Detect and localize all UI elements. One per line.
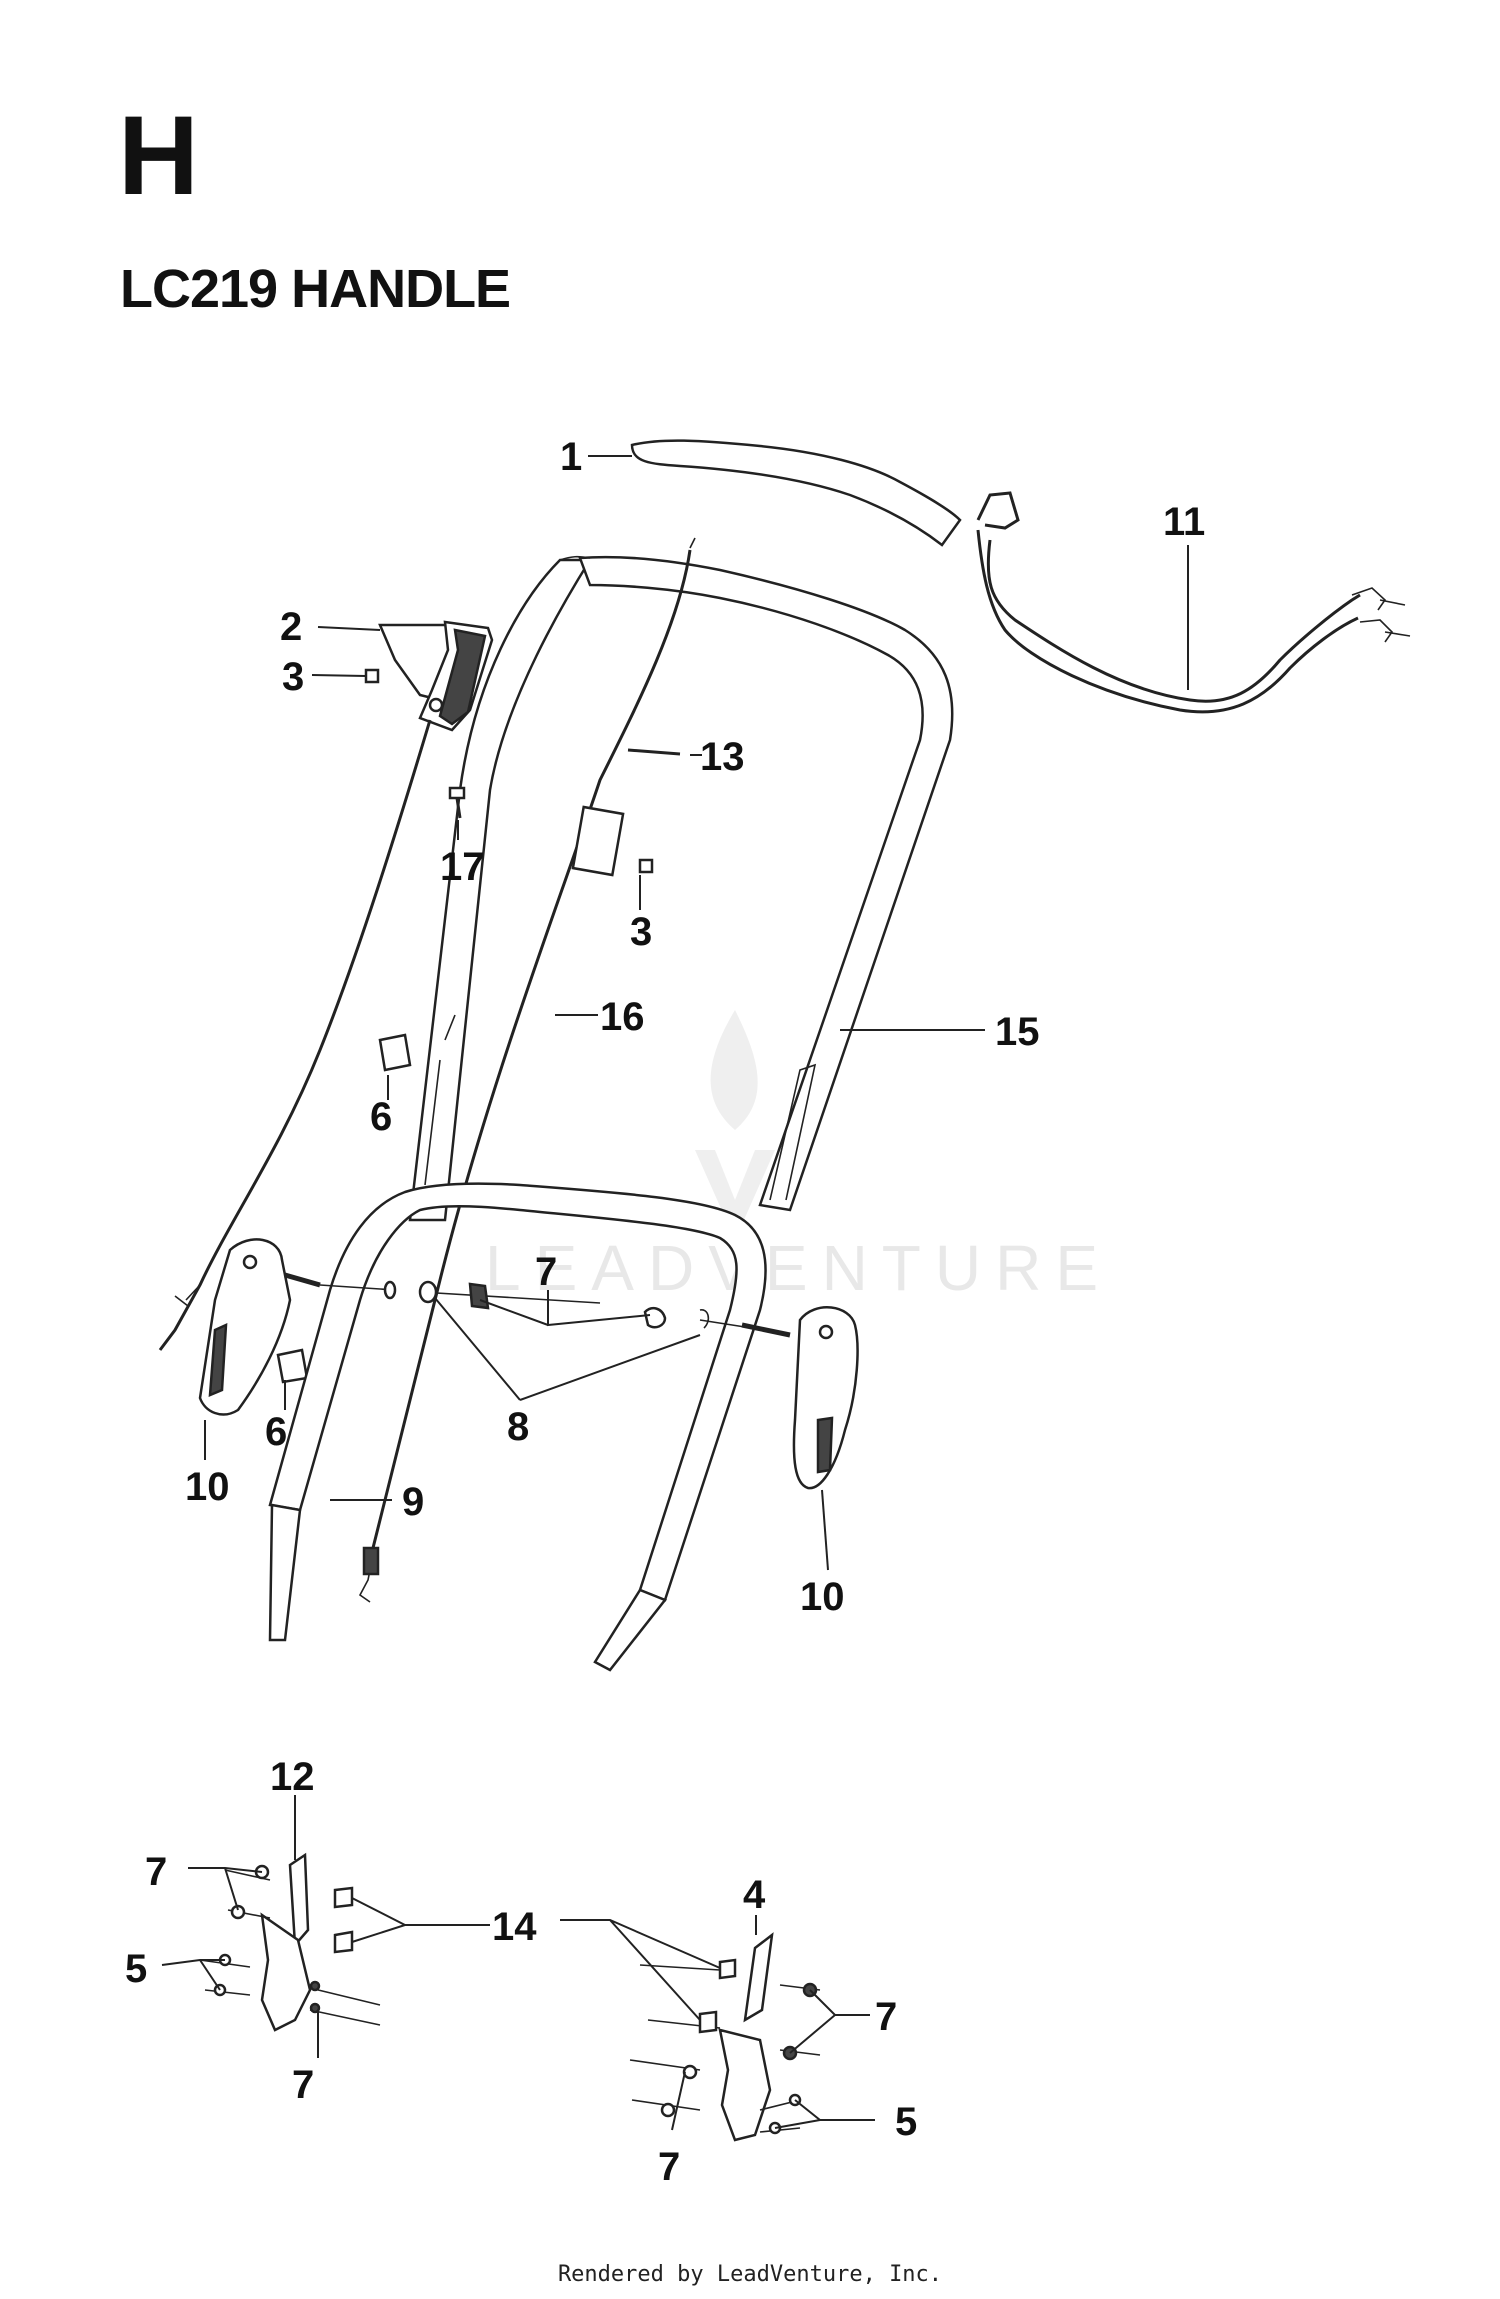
callout-5-right: 5 (895, 2100, 917, 2144)
callout-5-left: 5 (125, 1947, 147, 1991)
watermark-logo: LEADVENTURE (485, 1010, 1112, 1304)
callout-16: 16 (600, 995, 645, 1039)
footer-credit: Rendered by LeadVenture, Inc. (557, 2262, 943, 2287)
hardware-axis-group (319, 1280, 746, 1329)
callout-7-left-bottom: 7 (292, 2063, 314, 2107)
callout-12: 12 (270, 1755, 315, 1799)
callout-17: 17 (440, 845, 485, 889)
callout-10-left: 10 (185, 1465, 230, 1509)
part-6-clip-upper (378, 1033, 412, 1072)
callout-7-right-top: 7 (875, 1995, 897, 2039)
callout-1: 1 (560, 435, 582, 479)
callout-8: 8 (507, 1405, 529, 1449)
part-1-handle-grip (630, 439, 962, 547)
part-16-cable (358, 537, 696, 1603)
leader-lines (161, 455, 1189, 2131)
callout-10-right: 10 (800, 1575, 845, 1619)
part-9-lower-handle (268, 1182, 767, 1672)
part-2-throttle-control (158, 620, 494, 1351)
diagram-title: LC219 HANDLE (120, 259, 511, 319)
callout-4: 4 (743, 1873, 766, 1917)
callout-13: 13 (700, 735, 745, 779)
section-letter: H (118, 93, 199, 218)
callout-11: 11 (1163, 500, 1205, 544)
callout-9: 9 (402, 1480, 424, 1524)
callout-2: 2 (280, 605, 302, 649)
part-17-bolt (448, 786, 466, 819)
part-6-clip-lower (276, 1348, 309, 1384)
part-12-bracket-left (199, 1852, 381, 2032)
callout-7-right-bottom: 7 (658, 2145, 680, 2189)
callout-15: 15 (995, 1010, 1040, 1054)
part-13-pin (627, 748, 681, 756)
part-3-nut-lower (638, 858, 654, 874)
part-11-bail (976, 491, 1411, 714)
callout-7-center: 7 (535, 1250, 557, 1294)
callout-3-upper: 3 (282, 655, 304, 699)
part-15-upper-handle (408, 555, 954, 1222)
part-4-bracket-right (629, 1932, 821, 2142)
part-3-nut-upper (364, 668, 380, 684)
callout-6-upper: 6 (370, 1095, 392, 1139)
callout-3-lower: 3 (630, 910, 652, 954)
callout-7-left-top: 7 (145, 1850, 167, 1894)
watermark-text: LEADVENTURE (485, 1232, 1112, 1304)
callout-14: 14 (492, 1905, 537, 1949)
part-10-knob-right (741, 1306, 859, 1490)
part-10-knob-left (198, 1238, 321, 1416)
callout-6-lower: 6 (265, 1410, 287, 1454)
